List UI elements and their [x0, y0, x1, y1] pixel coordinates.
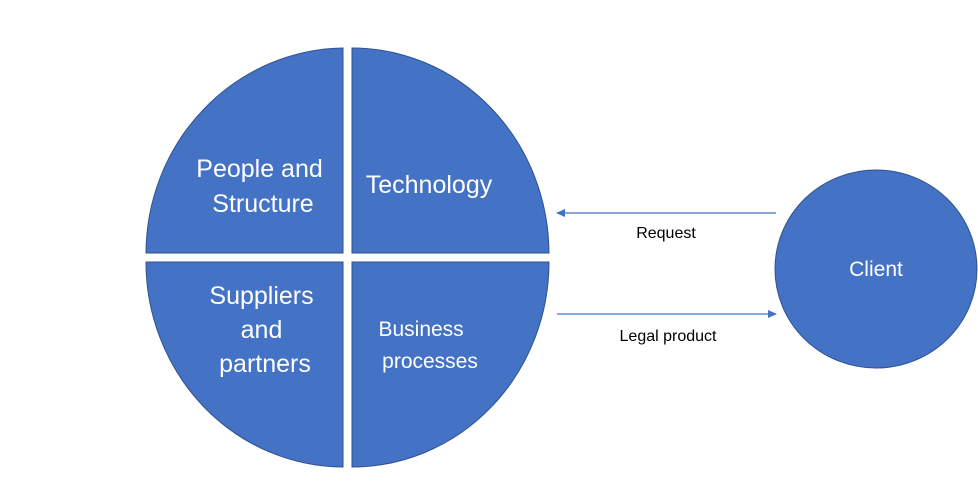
client-circle	[774, 169, 978, 369]
quadrant-label-business-processes: Business processes	[378, 318, 477, 373]
quadrant-label-technology: Technology	[366, 171, 493, 199]
legal-product-arrow-label: Legal product	[620, 328, 718, 345]
quadrant-top-left	[145, 47, 344, 254]
request-arrow-label: Request	[636, 225, 696, 242]
client-label: Client	[849, 258, 903, 281]
quadrant-bottom-right	[351, 261, 550, 468]
quadrant-bottom-left	[145, 261, 344, 468]
business-circle	[145, 47, 550, 468]
quadrant-label-suppliers-partners: Suppliers and partners	[209, 282, 320, 378]
quadrant-label-people-structure: People and Structure	[196, 155, 329, 218]
quadrant-top-right	[351, 47, 550, 254]
